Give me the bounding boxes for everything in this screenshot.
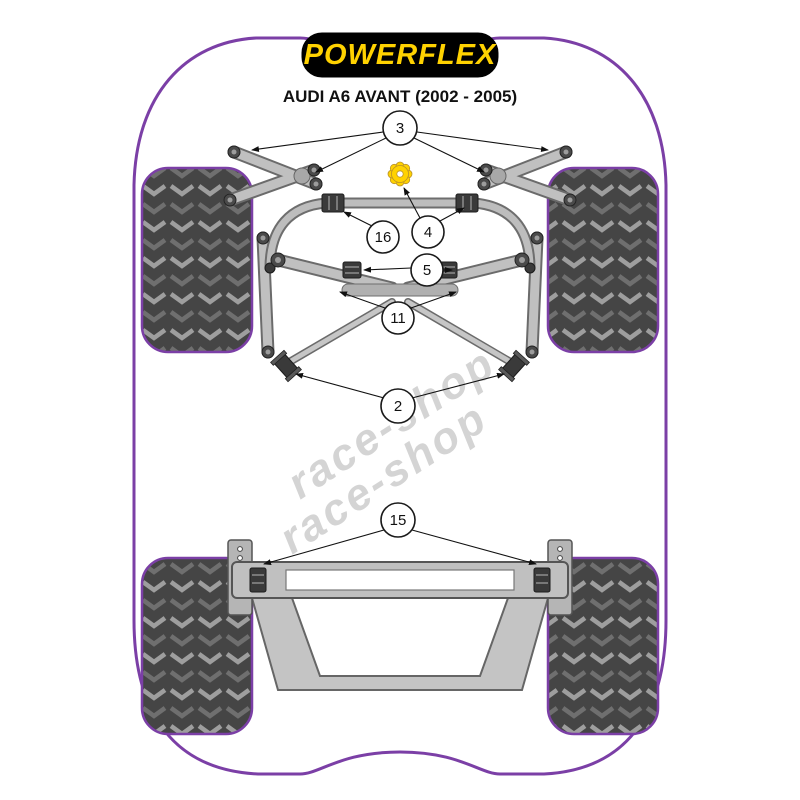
callout-4: 4 <box>411 215 445 249</box>
callout-3: 3 <box>382 110 418 146</box>
callout-4-label: 4 <box>424 224 432 241</box>
upper-control-arms <box>223 145 577 207</box>
cog-washer-icon <box>387 161 413 187</box>
callout-11: 11 <box>381 301 415 335</box>
tire-rear-right <box>546 556 660 736</box>
arrow-line <box>439 207 465 222</box>
callout-5-label: 5 <box>423 262 431 279</box>
bracket-hole <box>557 546 563 552</box>
arb-bushing-right <box>455 193 479 213</box>
arrow-line <box>413 137 485 173</box>
beam-bushing-left <box>249 567 267 593</box>
arrow-line <box>295 372 385 399</box>
powerflex-logo: POWERFLEX <box>301 32 499 78</box>
callout-arrows <box>251 131 549 566</box>
arrow-line <box>339 291 386 309</box>
callouts: 3 16 4 5 11 2 15 <box>366 110 445 538</box>
arrow-line <box>411 372 505 399</box>
beam-bushing-right <box>533 567 551 593</box>
tire-front-left <box>140 166 254 354</box>
logo-text: POWERFLEX <box>304 39 497 71</box>
logo-background <box>301 32 499 78</box>
arrow-line <box>343 211 373 227</box>
callout-2-label: 2 <box>394 398 402 415</box>
arrow-line <box>315 137 387 173</box>
steering-rack <box>341 283 459 297</box>
front-suspension-assembly <box>223 145 577 383</box>
arrow-line <box>410 291 457 309</box>
rear-subframe-assembly <box>227 539 573 691</box>
callout-15: 15 <box>380 502 416 538</box>
callout-16-label: 16 <box>375 229 392 246</box>
tie-bar-bushing-left <box>270 349 302 383</box>
rear-lower-frame <box>250 597 550 691</box>
anti-roll-bar <box>264 193 536 274</box>
arrow-line <box>403 187 421 219</box>
hub-plate-left <box>293 167 311 185</box>
arm-end-bushings <box>223 145 577 359</box>
arb-end-link-right <box>524 262 536 274</box>
callout-15-label: 15 <box>390 512 407 529</box>
callout-5: 5 <box>410 253 444 287</box>
arrow-line <box>416 131 549 153</box>
tires <box>140 166 660 736</box>
callout-16: 16 <box>366 220 400 254</box>
beam-slot <box>285 569 515 591</box>
arrow-line <box>363 266 412 273</box>
inner-bushing-left <box>342 261 362 279</box>
bracket-hole <box>237 546 243 552</box>
bracket-hole <box>237 555 243 561</box>
wheel-uprights <box>256 231 544 359</box>
callout-2: 2 <box>380 388 416 424</box>
diagram-title: AUDI A6 AVANT (2002 - 2005) <box>283 87 517 106</box>
arrow-line <box>411 529 537 566</box>
callout-11-label: 11 <box>390 310 406 327</box>
tie-bar-bushing-right <box>498 349 530 383</box>
callout-3-label: 3 <box>396 120 404 137</box>
arrow-line <box>251 131 384 153</box>
arb-end-link-left <box>264 262 276 274</box>
arb-bushing-left <box>321 193 345 213</box>
hub-plate-right <box>489 167 507 185</box>
tire-front-right <box>546 166 660 354</box>
arrow-line <box>263 529 385 565</box>
tire-rear-left <box>140 556 254 736</box>
bracket-hole <box>557 555 563 561</box>
